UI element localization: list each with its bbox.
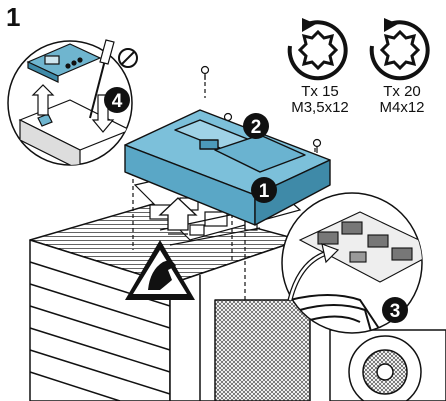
step-1-label: 1 [259,181,270,202]
step-badge-2: 2 [243,113,269,139]
torx-left-size: Tx 15 [282,84,358,100]
step-2-label: 2 [251,117,262,138]
step-4-label: 4 [112,91,123,112]
torx-right-screw: M4x12 [364,100,440,116]
step-badge-1: 1 [251,177,277,203]
step-3-label: 3 [390,301,401,322]
torx-rotate-ccw-icon [372,18,428,78]
detail-board-circle [282,193,440,335]
torx-rotate-ccw-icon [290,18,346,78]
torx-left-screw: M3,5x12 [282,100,358,116]
step-badge-3: 3 [382,297,408,323]
torx-right-size: Tx 20 [364,84,440,100]
step-badge-4: 4 [104,87,130,113]
